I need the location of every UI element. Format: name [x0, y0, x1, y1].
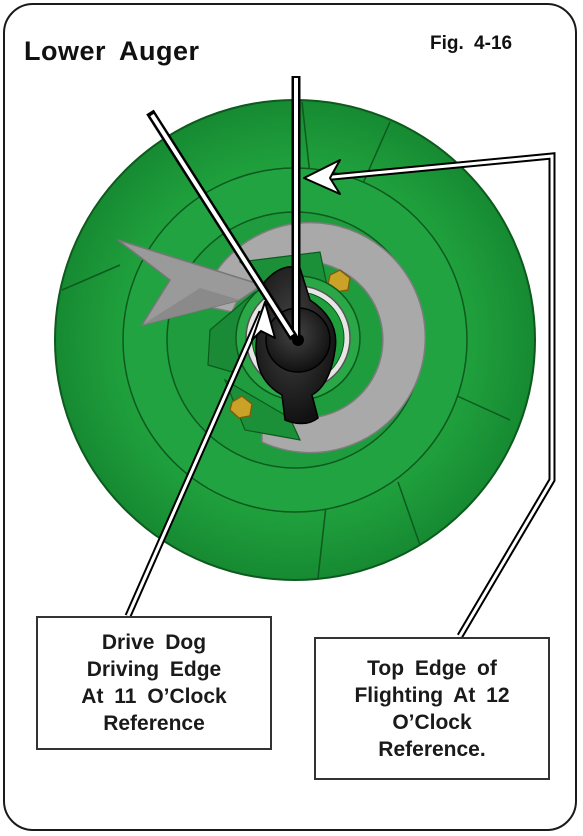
- callout-left-line-2: Driving Edge: [81, 656, 226, 683]
- callout-left-line-3: At 11 O’Clock: [81, 683, 226, 710]
- callout-right-line-3: O’Clock: [354, 709, 509, 736]
- callout-flighting-top-edge: Top Edge of Flighting At 12 O’Clock Refe…: [314, 637, 550, 780]
- callout-right-line-2: Flighting At 12: [354, 682, 509, 709]
- callout-left-line-4: Reference: [81, 710, 226, 737]
- callout-right-line-4: Reference.: [354, 736, 509, 763]
- callout-drive-dog: Drive Dog Driving Edge At 11 O’Clock Ref…: [36, 616, 272, 750]
- callout-right-line-1: Top Edge of: [354, 655, 509, 682]
- callout-left-line-1: Drive Dog: [81, 629, 226, 656]
